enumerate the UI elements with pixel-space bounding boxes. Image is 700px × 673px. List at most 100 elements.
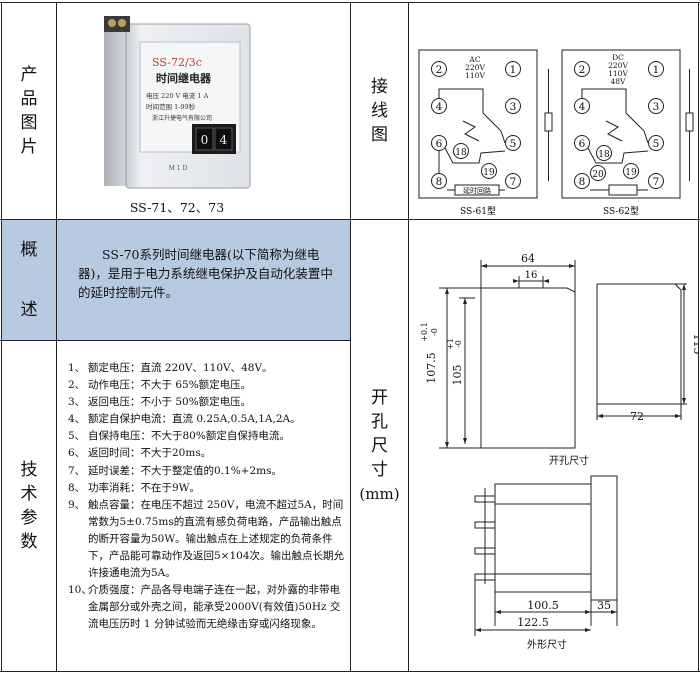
relay-product-photo: SS-72/3c 时间继电器 电压 220 V 电流 1 A 时间范围 1-99… bbox=[104, 16, 251, 189]
spec-item: 7、延时误差：不大于整定值的0.1%+2ms。 bbox=[68, 463, 350, 480]
label-char: 开 bbox=[371, 387, 388, 408]
label-char: 寸 bbox=[371, 459, 388, 480]
label-product-image: 产 品 图 片 bbox=[2, 3, 56, 219]
spec-text: 额定自保护电流：直流 0.25A,0.5A,1A,2A。 bbox=[88, 413, 301, 426]
label-char: 述 bbox=[20, 300, 38, 320]
label-overview: 概 述 bbox=[2, 220, 56, 340]
label-wiring-diagram: 接 线 图 bbox=[351, 3, 408, 219]
dim-inner-tol-lower: -0 bbox=[454, 340, 463, 348]
label-char: 孔 bbox=[371, 411, 388, 432]
dim-side-width: 72 bbox=[630, 410, 644, 423]
spec-text: 动作电压：不大于 65%额定电压。 bbox=[88, 379, 252, 392]
terminal-label: 8 bbox=[579, 176, 586, 188]
supply-label: 110V bbox=[608, 69, 628, 78]
spec-text: 自保持电压：不大于80%额定自保持电流。 bbox=[88, 430, 290, 443]
terminal-label: 5 bbox=[510, 138, 517, 150]
spec-text: 触点容量：在电压不超过 250V，电流不超过5A，时间常数为5±0.75ms的直… bbox=[88, 498, 345, 580]
spec-number: 6、 bbox=[68, 447, 86, 460]
cutout-caption: 开孔尺寸 bbox=[549, 454, 589, 467]
spec-number: 7、 bbox=[68, 464, 86, 477]
label-unit: (mm) bbox=[359, 484, 400, 503]
spec-number: 10、 bbox=[68, 584, 92, 597]
spec-item: 4、额定自保护电流：直流 0.25A,0.5A,1A,2A。 bbox=[68, 411, 350, 428]
table-divider-center bbox=[350, 2, 351, 672]
photo-model-text: SS-72/3c bbox=[152, 56, 202, 69]
spec-item: 9、触点容量：在电压不超过 250V，电流不超过5A，时间常数为5±0.75ms… bbox=[68, 497, 350, 582]
terminal-label: 7 bbox=[510, 176, 517, 188]
overview-paragraph: SS-70系列时间继电器(以下简称为继电器)，是用于电力系统继电保护及自动化装置… bbox=[78, 247, 333, 300]
spec-number: 9、 bbox=[68, 498, 86, 511]
spec-number: 5、 bbox=[68, 430, 86, 443]
label-char: 图 bbox=[20, 113, 38, 133]
spec-text: 介质强度：产品各导电端子连在一起，对外露的非带电金属部分或外壳之间，能承受200… bbox=[88, 584, 341, 631]
photo-knob-label: M 1 D bbox=[169, 165, 188, 172]
terminal-label: 8 bbox=[436, 176, 443, 188]
photo-display-digit: 0 bbox=[201, 133, 209, 147]
spec-list: 1、额定电压：直流 220V、110V、48V。 2、动作电压：不大于 65%额… bbox=[68, 360, 350, 634]
table-divider-right-label bbox=[408, 2, 409, 672]
label-char: 概 bbox=[20, 240, 38, 260]
terminal-label: 2 bbox=[436, 64, 443, 76]
supply-label: AC bbox=[468, 55, 480, 64]
label-char: 尺 bbox=[371, 435, 388, 456]
label-char: 线 bbox=[371, 101, 388, 121]
spec-item: 3、返回电压：不小于 50%额定电压。 bbox=[68, 394, 350, 411]
dim-total-length: 122.5 bbox=[517, 616, 549, 629]
terminal-label: 5 bbox=[653, 138, 660, 150]
photo-display-digit: 4 bbox=[220, 133, 228, 147]
terminal-label: 1 bbox=[653, 64, 660, 76]
dim-cutout-height-tol-lower: -0 bbox=[430, 328, 439, 336]
spec-number: 8、 bbox=[68, 481, 86, 494]
label-char: 术 bbox=[20, 484, 38, 504]
label-char: 接 bbox=[371, 77, 388, 97]
terminal-label: 6 bbox=[436, 138, 443, 150]
dim-cutout-inner-height: 105 bbox=[451, 365, 464, 386]
overview-cell bbox=[57, 220, 350, 340]
spec-text: 功率消耗：不在于9W。 bbox=[88, 481, 200, 494]
table-row-divider-2 bbox=[0, 340, 351, 341]
terminal-label: 1 bbox=[510, 64, 517, 76]
spec-text: 额定电压：直流 220V、110V、48V。 bbox=[88, 362, 273, 374]
terminal-label: 7 bbox=[653, 176, 660, 188]
terminal-label: 18 bbox=[598, 150, 610, 160]
table-border-right bbox=[698, 2, 699, 672]
terminal-label: 19 bbox=[483, 168, 495, 178]
spec-item: 2、动作电压：不大于 65%额定电压。 bbox=[68, 377, 350, 394]
terminal-label: 19 bbox=[625, 168, 637, 178]
terminal-label: 3 bbox=[510, 101, 517, 113]
label-char: 数 bbox=[20, 532, 38, 552]
spec-item: 1、额定电压：直流 220V、110V、48V。 bbox=[68, 360, 350, 377]
overview-text: SS-70系列时间继电器(以下简称为继电器)，是用于电力系统继电保护及自动化装置… bbox=[78, 245, 340, 302]
label-char: 技 bbox=[20, 460, 38, 480]
dim-cutout-height-tol-upper: +0.1 bbox=[420, 322, 429, 341]
label-cutout-dimensions: 开 孔 尺 寸 (mm) bbox=[351, 220, 408, 671]
terminal-label: 4 bbox=[579, 101, 586, 113]
wiring-diagram: 2 1 4 3 6 5 8 7 18 19 2 1 4 3 6 5 8 7 18… bbox=[418, 49, 694, 217]
spec-number: 2、 bbox=[68, 379, 86, 392]
label-technical-specs: 技 术 参 数 bbox=[2, 341, 56, 671]
label-char: 产 bbox=[20, 65, 38, 85]
dimension-drawings: 64 16 107.5 +0.1 -0 105 +1 -0 115 72 开孔尺… bbox=[420, 252, 698, 651]
terminal-label: 6 bbox=[579, 138, 586, 150]
label-char: 片 bbox=[20, 137, 38, 157]
photo-line2-text: 时间范围 1-99秒 bbox=[146, 102, 196, 111]
wiring-title-left: SS-61型 bbox=[460, 206, 496, 217]
label-char: 参 bbox=[20, 508, 38, 528]
supply-label: DC bbox=[612, 53, 624, 62]
table-divider-left-label bbox=[56, 2, 57, 672]
resistor-label: 延时回路 bbox=[463, 186, 491, 195]
terminal-label: 2 bbox=[579, 64, 586, 76]
supply-label: 48V bbox=[611, 77, 627, 86]
spec-number: 3、 bbox=[68, 396, 86, 409]
table-border-left bbox=[1, 2, 2, 672]
spec-item: 8、功率消耗：不在于9W。 bbox=[68, 480, 350, 497]
supply-label: 220V bbox=[608, 61, 628, 70]
dim-body-length: 100.5 bbox=[527, 599, 559, 612]
label-char: 品 bbox=[20, 89, 38, 109]
dim-front-depth: 35 bbox=[597, 599, 611, 612]
terminal-label: 4 bbox=[436, 101, 443, 113]
spec-text: 返回电压：不小于 50%额定电压。 bbox=[88, 396, 252, 409]
spec-text: 延时误差：不大于整定值的0.1%+2ms。 bbox=[88, 464, 282, 477]
photo-name-text: 时间继电器 bbox=[156, 71, 212, 85]
photo-maker-text: 浙江升捷电气有限公司 bbox=[152, 114, 212, 122]
